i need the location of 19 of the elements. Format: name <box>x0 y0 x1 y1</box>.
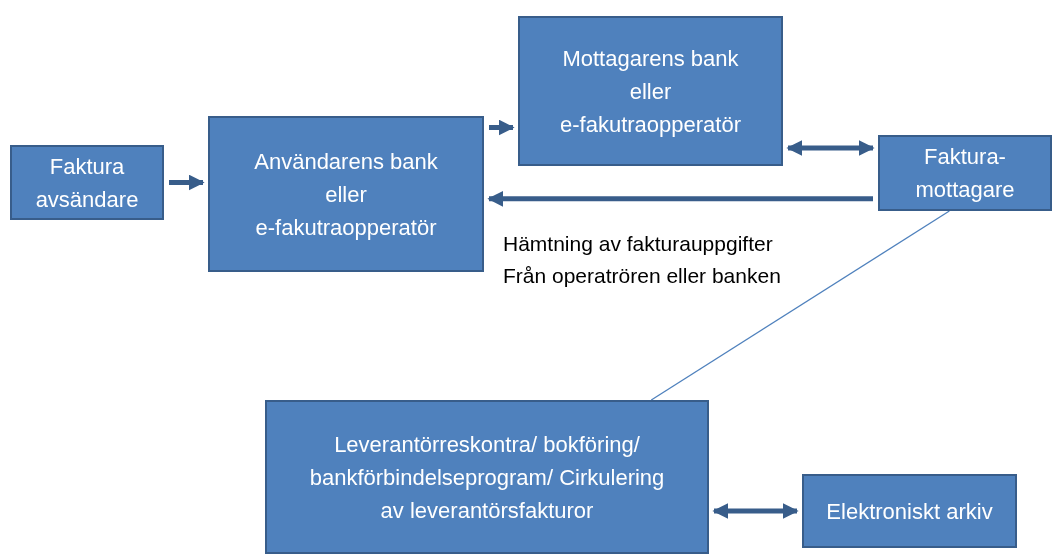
box-text: Elektroniskt arkiv <box>826 497 993 526</box>
process-box <box>802 474 1017 548</box>
arrow <box>169 174 205 191</box>
process-box <box>10 145 164 220</box>
arrow <box>487 190 873 207</box>
box-text: Mottagarens bank eller e-fakutraopperatör <box>559 44 742 139</box>
arrow <box>489 119 515 136</box>
box-text: Faktura avsändare <box>34 152 140 214</box>
process-box <box>518 16 783 166</box>
box-text: Användarens bank eller e-fakutraopperatör <box>253 147 439 242</box>
process-box <box>878 135 1052 211</box>
box-text: Leverantörreskontra/ bokföring/ bankförbindelseprogram/ Cirkulering av leverantörsfakturor <box>308 430 666 525</box>
note-text: Hämtning av fakturauppgifter Från operatrören eller banken <box>503 231 782 289</box>
arrow <box>786 140 875 156</box>
arrow <box>712 503 799 519</box>
connector-line <box>650 210 950 401</box>
box-text: Faktura- mottagare <box>914 143 1016 204</box>
process-box <box>208 116 484 272</box>
process-box <box>265 400 709 554</box>
